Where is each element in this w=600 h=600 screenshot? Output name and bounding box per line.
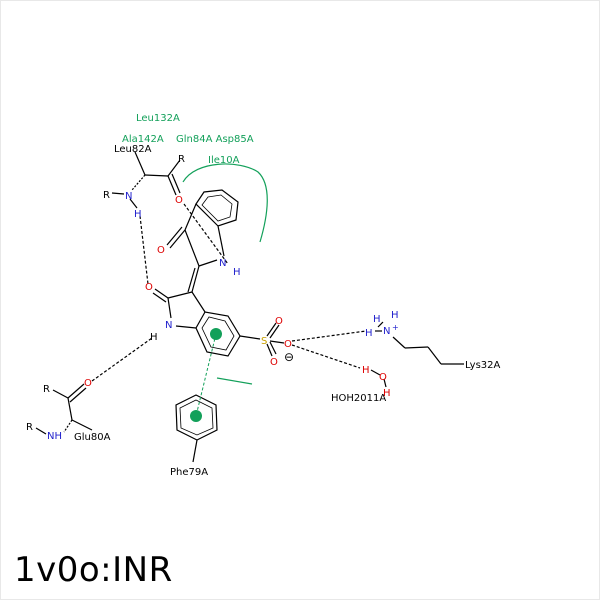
atom-n: N bbox=[125, 191, 132, 202]
bond bbox=[175, 325, 197, 329]
atom-n: N bbox=[219, 258, 226, 269]
bond bbox=[198, 259, 218, 267]
ring-phe79-inner bbox=[179, 399, 214, 436]
atom-s: S bbox=[261, 336, 267, 347]
label-phe79: Phe79A bbox=[170, 467, 208, 478]
hbond-water-sulfonate bbox=[291, 344, 361, 369]
ring-top-benzene-inner bbox=[201, 194, 233, 222]
bond bbox=[269, 324, 280, 339]
bond bbox=[392, 336, 406, 349]
hydrophobic-arc-phe79 bbox=[216, 377, 253, 385]
atom-h: H bbox=[362, 365, 370, 376]
label-glu80: Glu80A bbox=[74, 432, 111, 443]
bond bbox=[129, 198, 138, 209]
atom-r: R bbox=[43, 384, 50, 395]
bond bbox=[166, 226, 183, 246]
page-title: 1v0o:INR bbox=[14, 550, 173, 590]
bond bbox=[152, 292, 167, 303]
bond bbox=[167, 291, 193, 299]
bond bbox=[134, 151, 146, 176]
label-water: HOH2011A bbox=[331, 393, 386, 404]
hbond-glu80-o-nh bbox=[91, 337, 153, 382]
bond bbox=[427, 346, 442, 365]
hbond-leu82-nh-o bbox=[139, 215, 149, 285]
bond bbox=[154, 288, 169, 299]
bond bbox=[191, 291, 206, 313]
bond bbox=[269, 340, 285, 344]
atom-o: O bbox=[275, 316, 283, 327]
bond bbox=[67, 383, 85, 399]
atom-o: O bbox=[84, 378, 92, 389]
hbond-leu82-o-nh bbox=[183, 203, 229, 265]
bond bbox=[63, 419, 73, 433]
bond bbox=[370, 369, 381, 376]
bond bbox=[52, 389, 69, 399]
atom-h: H bbox=[391, 310, 399, 321]
bond bbox=[69, 387, 87, 403]
atom-h: H bbox=[233, 267, 241, 278]
label-ala142: Ala142A bbox=[122, 134, 164, 145]
atom-h: H bbox=[134, 209, 142, 220]
atom-r: R bbox=[103, 190, 110, 201]
bond bbox=[239, 335, 261, 340]
atom-n: N bbox=[165, 320, 172, 331]
bond bbox=[167, 297, 172, 319]
atom-o: O bbox=[284, 339, 292, 350]
bond bbox=[187, 267, 196, 293]
label-gln84-asp85: Gln84A Asp85A bbox=[176, 134, 254, 145]
pi-center-phe79 bbox=[190, 410, 202, 422]
pi-stack-line bbox=[195, 333, 217, 417]
bond bbox=[111, 192, 125, 195]
atom-o: O bbox=[270, 357, 278, 368]
atom-h: H bbox=[365, 328, 373, 339]
pi-center-ligand bbox=[210, 328, 222, 340]
atom-nh: NH bbox=[47, 431, 62, 442]
bond bbox=[269, 341, 277, 355]
label-leu132: Leu132A bbox=[136, 113, 180, 124]
atom-r: R bbox=[178, 154, 185, 165]
bond bbox=[167, 159, 181, 177]
sulfonate-charge: ⊖ bbox=[284, 350, 294, 364]
bond bbox=[184, 203, 197, 231]
atom-n: N bbox=[383, 326, 390, 337]
bond bbox=[266, 343, 273, 357]
ammonium-charge: + bbox=[392, 323, 399, 332]
atom-h: H bbox=[383, 388, 391, 399]
atom-r: R bbox=[26, 422, 33, 433]
ring-lower-benzene-inner bbox=[201, 316, 235, 351]
bond bbox=[184, 229, 200, 267]
bond bbox=[191, 265, 200, 293]
atom-h: H bbox=[373, 314, 381, 325]
atom-o: O bbox=[145, 282, 153, 293]
label-leu82: Leu82A bbox=[114, 144, 152, 155]
bond bbox=[377, 321, 384, 328]
bond bbox=[71, 419, 93, 431]
bond bbox=[169, 229, 186, 249]
bond bbox=[67, 397, 73, 421]
bond bbox=[192, 439, 198, 463]
bond bbox=[167, 175, 177, 196]
bond bbox=[35, 427, 47, 435]
bond bbox=[383, 378, 387, 388]
bond bbox=[144, 174, 169, 177]
atom-h: H bbox=[150, 332, 158, 343]
label-ile10: Ile10A bbox=[208, 155, 240, 166]
label-lys32: Lys32A bbox=[465, 360, 501, 371]
hbond-lys32-sulfonate bbox=[291, 330, 367, 342]
bond bbox=[404, 346, 429, 349]
bond bbox=[266, 322, 277, 337]
bond bbox=[217, 225, 225, 257]
bond bbox=[171, 173, 181, 194]
ring-lower-benzene bbox=[195, 311, 241, 357]
atom-o: O bbox=[175, 195, 183, 206]
atom-o: O bbox=[157, 245, 165, 256]
hydrophobic-arc-ile10 bbox=[182, 163, 268, 243]
atom-o: O bbox=[379, 372, 387, 383]
bond bbox=[131, 174, 146, 191]
